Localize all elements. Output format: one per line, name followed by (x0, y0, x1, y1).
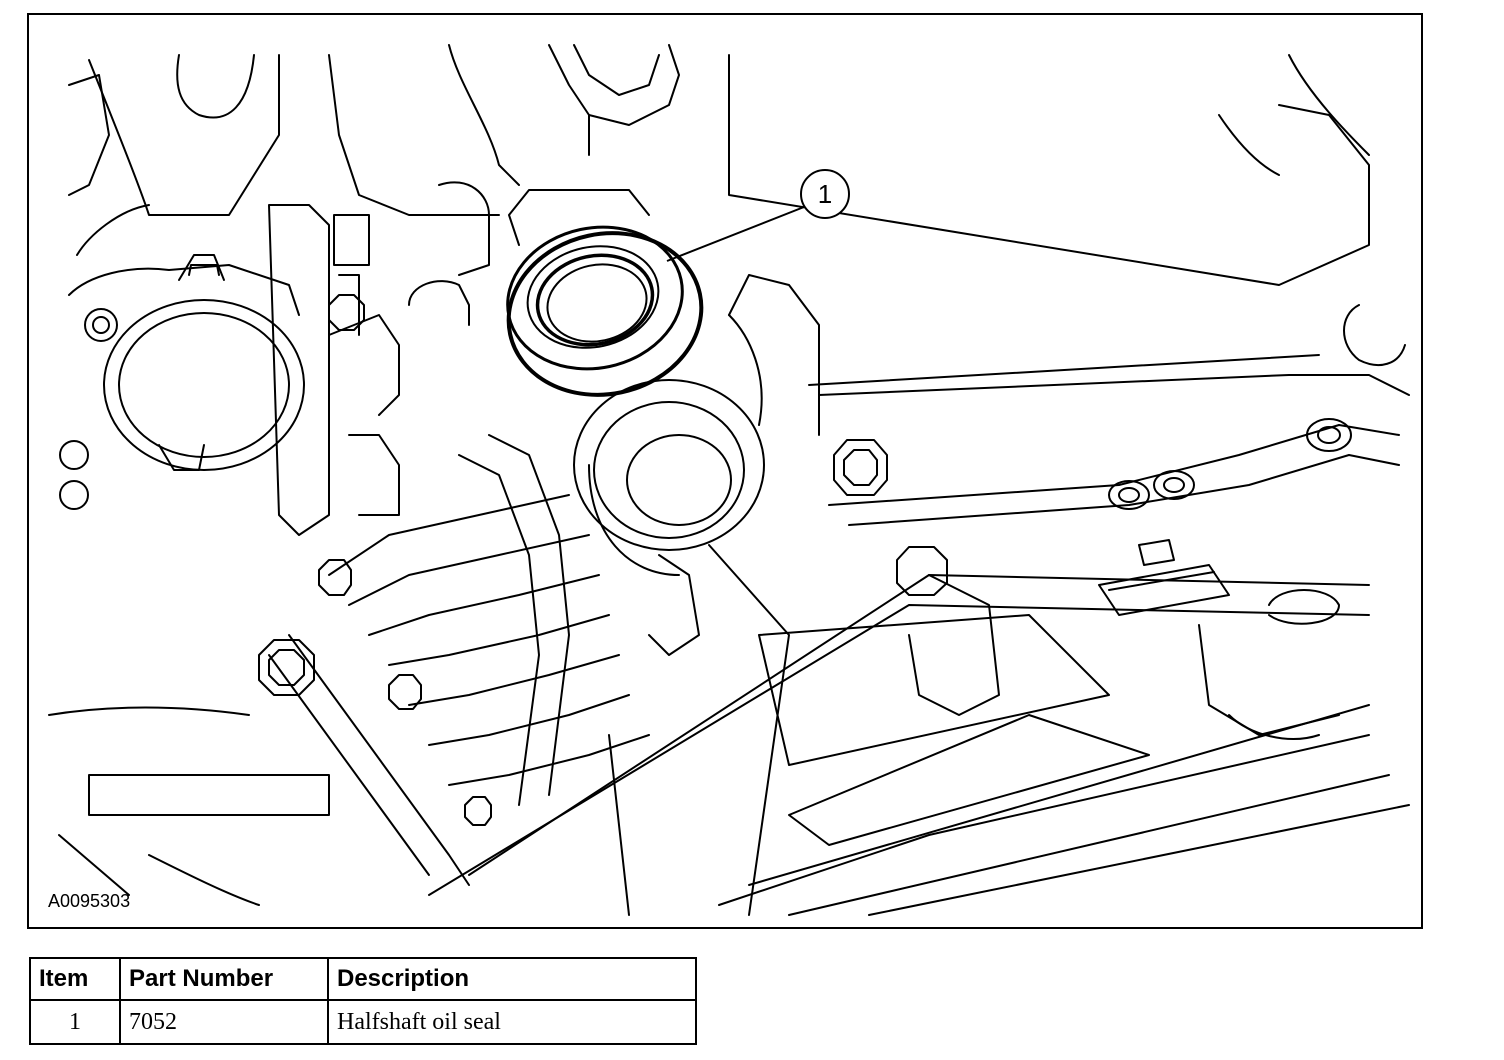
header-description: Description (327, 957, 697, 1001)
cell-item: 1 (29, 999, 121, 1045)
table-row: 1 7052 Halfshaft oil seal (29, 999, 697, 1045)
diagram-frame: 1 A0095303 (27, 13, 1423, 929)
callout-number-1: 1 (818, 179, 832, 209)
callout-leader-line (666, 206, 805, 262)
transaxle-line-drawing: 1 (48, 44, 1410, 916)
header-item: Item (29, 957, 121, 1001)
parts-table-header-row: Item Part Number Description (29, 957, 697, 1001)
header-part-number: Part Number (119, 957, 329, 1001)
callout-bubble (800, 169, 850, 219)
cell-part-number: 7052 (119, 999, 329, 1045)
parts-table: Item Part Number Description 1 7052 Half… (29, 957, 697, 1045)
cell-description: Halfshaft oil seal (327, 999, 697, 1045)
figure-id-label: A0095303 (48, 891, 131, 911)
